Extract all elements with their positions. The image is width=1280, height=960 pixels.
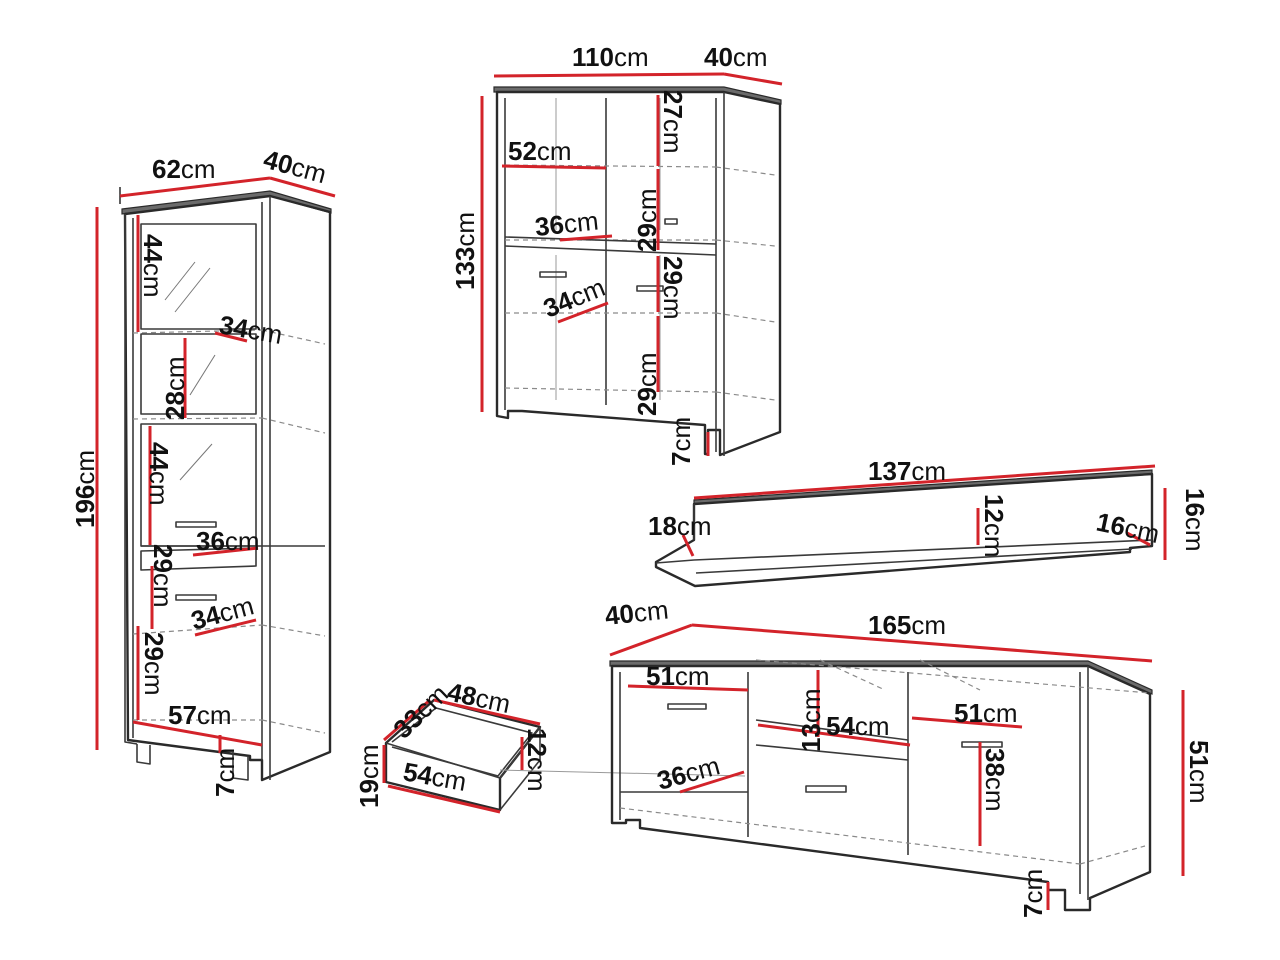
tv-stand-depth-label: 40cm [603,594,669,630]
cabinet-shelf-1-label: 36cm [533,205,599,241]
tv-stand-width-label: 165cm [868,610,946,640]
cabinet-inner-width-label: 52cm [508,136,572,166]
tv-stand-niche-height-label: 13cm [796,688,826,752]
drawer-height-outer-label: 19cm [354,744,384,808]
wall-shelf-width-label: 137cm [868,456,946,486]
cabinet-height-2-label: 29cm [632,188,662,252]
bookcase-inner-width-label: 57cm [168,700,232,730]
cabinet-height-4-label: 29cm [632,352,662,416]
bookcase-width-label: 62cm [152,154,216,184]
tv-stand-dimensions [609,623,1185,910]
cabinet-height-3-label: 29cm [658,256,688,320]
drawer-width-inner-label: 54cm [401,756,469,797]
wall-shelf-depth-left-label: 18cm [648,511,712,541]
drawer-depth-label: 33cm [387,679,454,745]
cabinet-height-label: 133cm [450,212,480,290]
tv-stand-drawing [609,659,1153,912]
wall-shelf-height-label: 16cm [1180,488,1210,552]
tv-stand-left-door-label: 51cm [646,661,710,691]
bookcase-glass-mid-label: 28cm [160,356,190,420]
wall-shelf-dimensions [681,464,1167,560]
cabinet-dimensions [480,72,783,456]
drawer-drawing [384,698,746,812]
cabinet-depth-label: 40cm [704,42,768,72]
tv-stand-height-label: 51cm [1184,740,1214,804]
tv-stand-right-door-label: 51cm [954,698,1018,728]
bookcase-depth-label: 40cm [260,144,329,189]
cabinet-foot-label: 7cm [666,417,696,466]
tv-stand-niche-width-label: 54cm [826,711,890,741]
bookcase-foot-label: 7cm [210,748,240,797]
drawer-dimensions [382,698,541,814]
drawer-width-outer-label: 48cm [445,677,513,720]
tv-stand-inner-height-label: 38cm [980,748,1010,812]
bookcase-drawer-height-label: 29cm [148,544,178,608]
wall-shelf-inner-height-label: 12cm [979,494,1009,558]
bookcase-glass-low-label: 44cm [144,442,174,506]
wall-shelf-depth-right-label: 16cm [1094,507,1162,550]
bookcase-bottom-height-label: 29cm [139,632,169,696]
cabinet-drawing [493,86,782,457]
bookcase-glass-top-label: 44cm [138,234,168,298]
bookcase-height-label: 196cm [70,450,100,528]
cabinet-top-height-label: 27cm [658,90,688,154]
bookcase-drawing [121,190,332,782]
bookcase-shelf-2-label: 36cm [196,526,260,556]
bookcase-shelf-1-label: 34cm [217,309,285,350]
drawer-height-inner-label: 12cm [522,728,552,792]
cabinet-width-label: 110cm [572,42,649,72]
wall-shelf-drawing [654,469,1154,588]
tv-stand-foot-label: 7cm [1018,869,1048,918]
bookcase-dimensions [95,176,336,753]
